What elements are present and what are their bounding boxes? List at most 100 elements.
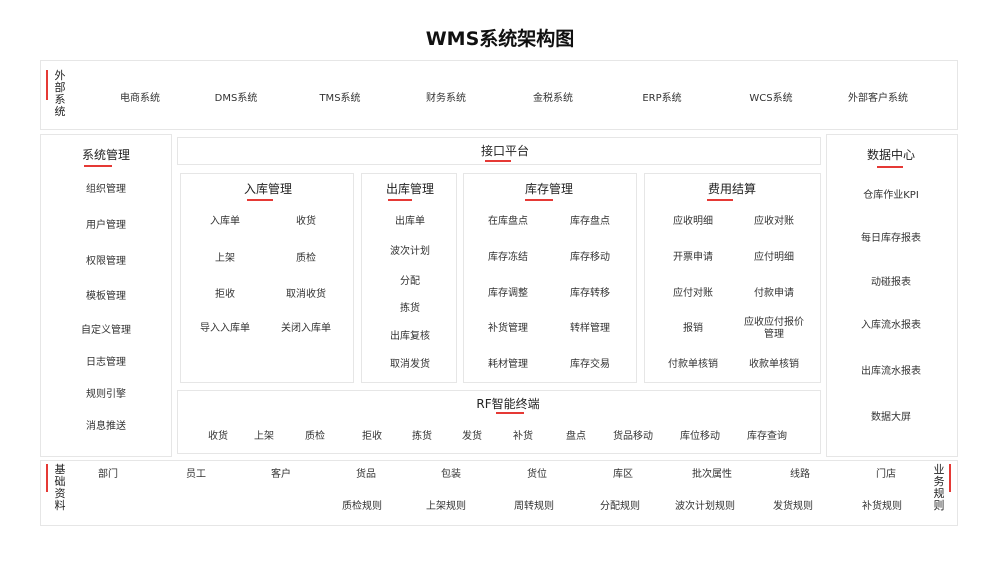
- inbound-underline: [247, 199, 273, 201]
- inbound-item: 导入入库单: [200, 323, 250, 334]
- fee-settlement-underline: [707, 199, 733, 201]
- base-accent-bar: [46, 464, 48, 492]
- inventory-item: 库存转移: [570, 288, 610, 299]
- inbound-item: 收货: [296, 216, 316, 227]
- inbound-item: 拒收: [215, 289, 235, 300]
- base-item: 线路: [790, 469, 810, 480]
- rf-terminal-underline: [496, 412, 524, 414]
- external-item: ERP系统: [642, 93, 682, 104]
- inventory-item: 库存冻结: [488, 252, 528, 263]
- outbound-item: 出库单: [395, 216, 425, 227]
- rule-item: 上架规则: [426, 501, 466, 512]
- outbound-item: 拣货: [400, 303, 420, 314]
- base-rules-panel: [40, 460, 958, 526]
- rf-terminal-panel: [177, 390, 821, 454]
- inventory-item: 库存调整: [488, 288, 528, 299]
- inventory-item: 在库盘点: [488, 216, 528, 227]
- system-management-item: 消息推送: [86, 421, 126, 432]
- inventory-item: 库存交易: [570, 359, 610, 370]
- rule-item: 周转规则: [514, 501, 554, 512]
- inventory-item: 库存移动: [570, 252, 610, 263]
- system-management-underline: [84, 165, 112, 167]
- fee-settlement-item: 开票申请: [673, 252, 713, 263]
- base-item: 员工: [186, 469, 206, 480]
- rules-accent-bar: [949, 464, 951, 492]
- rule-item: 发货规则: [773, 501, 813, 512]
- fee-settlement-title: 费用结算: [707, 182, 757, 196]
- page-title: WMS系统架构图: [425, 28, 575, 50]
- base-item: 门店: [876, 469, 896, 480]
- data-center-item: 入库流水报表: [861, 320, 921, 331]
- data-center-item: 仓库作业KPI: [863, 190, 919, 201]
- external-item: WCS系统: [749, 93, 793, 104]
- outbound-underline: [388, 199, 412, 201]
- system-management-item: 用户管理: [86, 220, 126, 231]
- inventory-item: 补货管理: [488, 323, 528, 334]
- system-management-item: 组织管理: [86, 184, 126, 195]
- outbound-item: 分配: [400, 276, 420, 287]
- fee-settlement-item: 应收对账: [754, 216, 794, 227]
- data-center-panel: [826, 134, 958, 457]
- outbound-item: 取消发货: [390, 359, 430, 370]
- rf-item: 拣货: [412, 431, 432, 442]
- fee-settlement-item: 应收应付报价管理: [744, 317, 804, 340]
- outbound-title: 出库管理: [385, 182, 435, 196]
- inventory-item: 库存盘点: [570, 216, 610, 227]
- system-management-item: 权限管理: [86, 256, 126, 267]
- outbound-item: 出库复核: [390, 331, 430, 342]
- base-item: 包装: [441, 469, 461, 480]
- fee-settlement-item: 应收明细: [673, 216, 713, 227]
- external-item: TMS系统: [319, 93, 361, 104]
- external-item: DMS系统: [214, 93, 258, 104]
- external-systems-label: 外部系统: [54, 69, 66, 118]
- data-center-item: 出库流水报表: [861, 366, 921, 377]
- inbound-item: 入库单: [210, 216, 240, 227]
- base-item: 部门: [98, 469, 118, 480]
- fee-settlement-item: 付款单核销: [668, 359, 718, 370]
- base-item: 客户: [271, 469, 291, 480]
- base-item: 货品: [356, 469, 376, 480]
- external-systems-panel: [40, 60, 958, 130]
- data-center-title: 数据中心: [866, 148, 916, 162]
- data-center-item: 数据大屏: [871, 412, 911, 423]
- data-center-item: 动碰报表: [871, 277, 911, 288]
- interface-platform-title: 接口平台: [480, 144, 530, 158]
- business-rules-label: 业务规则: [933, 463, 945, 512]
- data-center-underline: [877, 166, 903, 168]
- rf-terminal-title: RF智能终端: [476, 397, 540, 411]
- rf-item: 发货: [462, 431, 482, 442]
- inbound-title: 入库管理: [243, 182, 293, 196]
- interface-platform-underline: [485, 160, 511, 162]
- rf-item: 质检: [305, 431, 325, 442]
- inventory-item: 耗材管理: [488, 359, 528, 370]
- outbound-panel: [361, 173, 457, 383]
- fee-settlement-item: 付款申请: [754, 288, 794, 299]
- rf-item: 上架: [254, 431, 274, 442]
- external-item: 金税系统: [533, 93, 573, 104]
- external-item: 电商系统: [120, 93, 160, 104]
- system-management-item: 日志管理: [86, 357, 126, 368]
- fee-settlement-item: 收款单核销: [749, 359, 799, 370]
- system-management-item: 规则引擎: [86, 389, 126, 400]
- rf-item: 库存查询: [747, 431, 787, 442]
- fee-settlement-item: 报销: [683, 323, 703, 334]
- inbound-item: 取消收货: [286, 289, 326, 300]
- rule-item: 质检规则: [342, 501, 382, 512]
- rf-item: 货品移动: [613, 431, 653, 442]
- inventory-panel: [463, 173, 637, 383]
- rf-item: 库位移动: [680, 431, 720, 442]
- inventory-underline: [525, 199, 553, 201]
- inbound-panel: [180, 173, 354, 383]
- base-item: 货位: [527, 469, 547, 480]
- rule-item: 波次计划规则: [675, 501, 735, 512]
- rf-item: 补货: [513, 431, 533, 442]
- inbound-item: 上架: [215, 253, 235, 264]
- base-item: 批次属性: [692, 469, 732, 480]
- system-management-item: 模板管理: [86, 291, 126, 302]
- rf-item: 拒收: [362, 431, 382, 442]
- inventory-item: 转样管理: [570, 323, 610, 334]
- system-management-title: 系统管理: [81, 148, 131, 162]
- data-center-item: 每日库存报表: [861, 233, 921, 244]
- system-management-item: 自定义管理: [81, 325, 131, 336]
- rf-item: 收货: [208, 431, 228, 442]
